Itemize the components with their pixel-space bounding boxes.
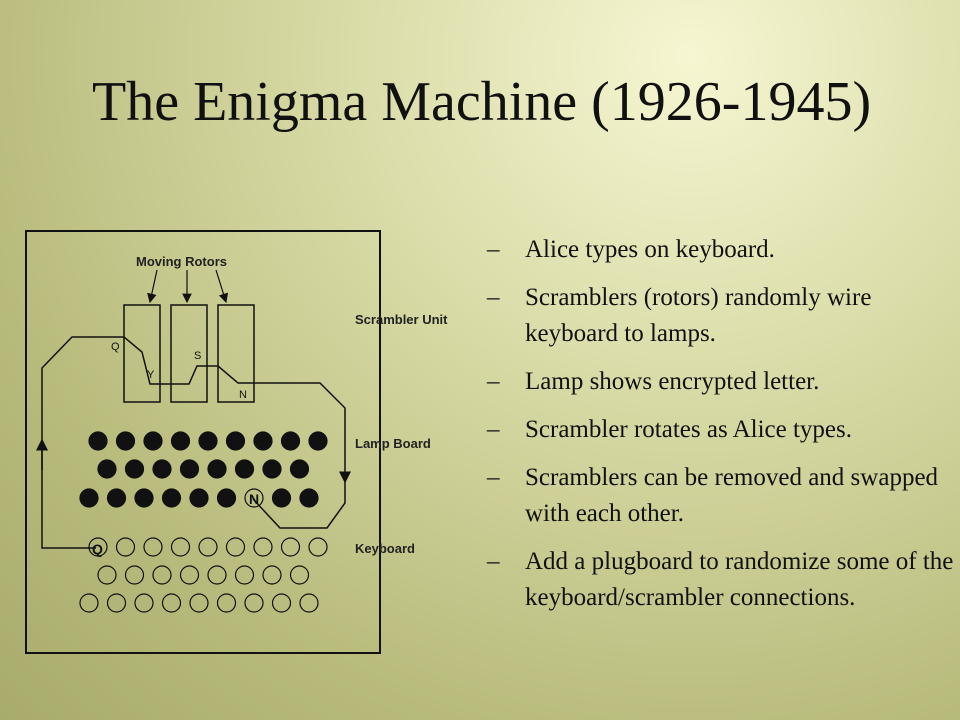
bullet-item: –Alice types on keyboard. bbox=[487, 232, 957, 268]
key bbox=[106, 593, 127, 613]
lamp bbox=[280, 431, 301, 451]
rotor-letter-s: S bbox=[194, 350, 201, 362]
bullet-dash: – bbox=[487, 236, 500, 263]
lamp bbox=[106, 488, 127, 508]
key bbox=[271, 593, 292, 613]
rotor-letter-q: Q bbox=[111, 341, 120, 353]
lamp bbox=[115, 431, 136, 451]
lamp bbox=[299, 488, 319, 508]
key bbox=[124, 565, 145, 585]
lamp bbox=[134, 488, 154, 508]
machine-box bbox=[25, 230, 381, 654]
rotor-arrow-1 bbox=[147, 269, 158, 304]
lamp bbox=[308, 431, 328, 451]
pressed-key-letter: Q bbox=[92, 541, 103, 557]
lamp bbox=[234, 459, 255, 479]
lit-lamp-letter: N bbox=[249, 491, 259, 507]
lamp bbox=[161, 488, 182, 508]
keyboard bbox=[79, 537, 328, 613]
bullet-dash: – bbox=[487, 368, 500, 395]
lamp bbox=[179, 459, 200, 479]
lamp bbox=[225, 431, 246, 451]
lamp bbox=[253, 431, 273, 451]
key bbox=[253, 537, 273, 557]
key bbox=[97, 565, 117, 585]
bullet-dash: – bbox=[487, 284, 500, 311]
key bbox=[289, 565, 310, 585]
key bbox=[262, 565, 282, 585]
key bbox=[143, 537, 163, 557]
bullet-text: Lamp shows encrypted letter. bbox=[525, 368, 820, 395]
bullet-item: –Scramblers (rotors) randomly wire keybo… bbox=[487, 280, 957, 352]
key bbox=[207, 565, 227, 585]
lamp bbox=[143, 431, 163, 451]
key bbox=[88, 537, 108, 557]
bullet-text: Scramblers can be removed and swapped wi… bbox=[525, 464, 939, 527]
key bbox=[134, 593, 154, 613]
key bbox=[308, 537, 328, 557]
rotor-1 bbox=[123, 304, 161, 403]
bullet-text: Scramblers (rotors) randomly wire keyboa… bbox=[525, 284, 872, 347]
bullet-item: –Scramblers can be removed and swapped w… bbox=[487, 460, 957, 532]
key bbox=[152, 565, 172, 585]
rotor-arrow-3 bbox=[215, 269, 229, 304]
bullet-text: Alice types on keyboard. bbox=[525, 236, 775, 263]
rotor-3 bbox=[217, 304, 255, 403]
lamp bbox=[189, 488, 209, 508]
bullet-item: –Add a plugboard to randomize some of th… bbox=[487, 544, 957, 616]
moving-rotors-label: Moving Rotors bbox=[136, 254, 227, 269]
bullet-text: Scrambler rotates as Alice types. bbox=[525, 416, 852, 443]
lamp bbox=[170, 431, 191, 451]
key bbox=[234, 565, 255, 585]
lamp bbox=[88, 431, 108, 451]
key bbox=[280, 537, 301, 557]
lamp bbox=[289, 459, 310, 479]
scrambler-unit-label: Scrambler Unit bbox=[355, 312, 448, 327]
lamp bbox=[271, 488, 292, 508]
key bbox=[189, 593, 209, 613]
key bbox=[161, 593, 182, 613]
signal-path-in bbox=[41, 336, 351, 549]
lamp bbox=[152, 459, 172, 479]
signal-path-out bbox=[252, 482, 346, 529]
key bbox=[179, 565, 200, 585]
lamp bbox=[244, 488, 264, 508]
bullet-list: –Alice types on keyboard. –Scramblers (r… bbox=[487, 232, 957, 628]
lamp bbox=[216, 488, 237, 508]
slide-title: The Enigma Machine (1926-1945) bbox=[92, 71, 872, 133]
lamp bbox=[97, 459, 117, 479]
bullet-dash: – bbox=[487, 548, 500, 575]
lamp bbox=[262, 459, 282, 479]
key bbox=[216, 593, 237, 613]
bullet-item: –Scrambler rotates as Alice types. bbox=[487, 412, 957, 448]
bullet-dash: – bbox=[487, 416, 500, 443]
bullet-text: Add a plugboard to randomize some of the… bbox=[525, 548, 954, 611]
lamp bbox=[198, 431, 218, 451]
keyboard-label: Keyboard bbox=[355, 541, 415, 556]
key bbox=[225, 537, 246, 557]
key bbox=[115, 537, 136, 557]
bullet-dash: – bbox=[487, 464, 500, 491]
key bbox=[79, 593, 99, 613]
lamp bbox=[207, 459, 227, 479]
rotor-letter-y: Y bbox=[147, 369, 155, 381]
rotor-letter-n: N bbox=[239, 389, 247, 401]
bullet-item: –Lamp shows encrypted letter. bbox=[487, 364, 957, 400]
key bbox=[170, 537, 191, 557]
lamp-board-label: Lamp Board bbox=[355, 436, 431, 451]
lamp-board bbox=[79, 431, 328, 508]
lamp bbox=[79, 488, 99, 508]
rotor-2 bbox=[170, 304, 208, 403]
key bbox=[244, 593, 264, 613]
lamp bbox=[124, 459, 145, 479]
key bbox=[198, 537, 218, 557]
key bbox=[299, 593, 319, 613]
